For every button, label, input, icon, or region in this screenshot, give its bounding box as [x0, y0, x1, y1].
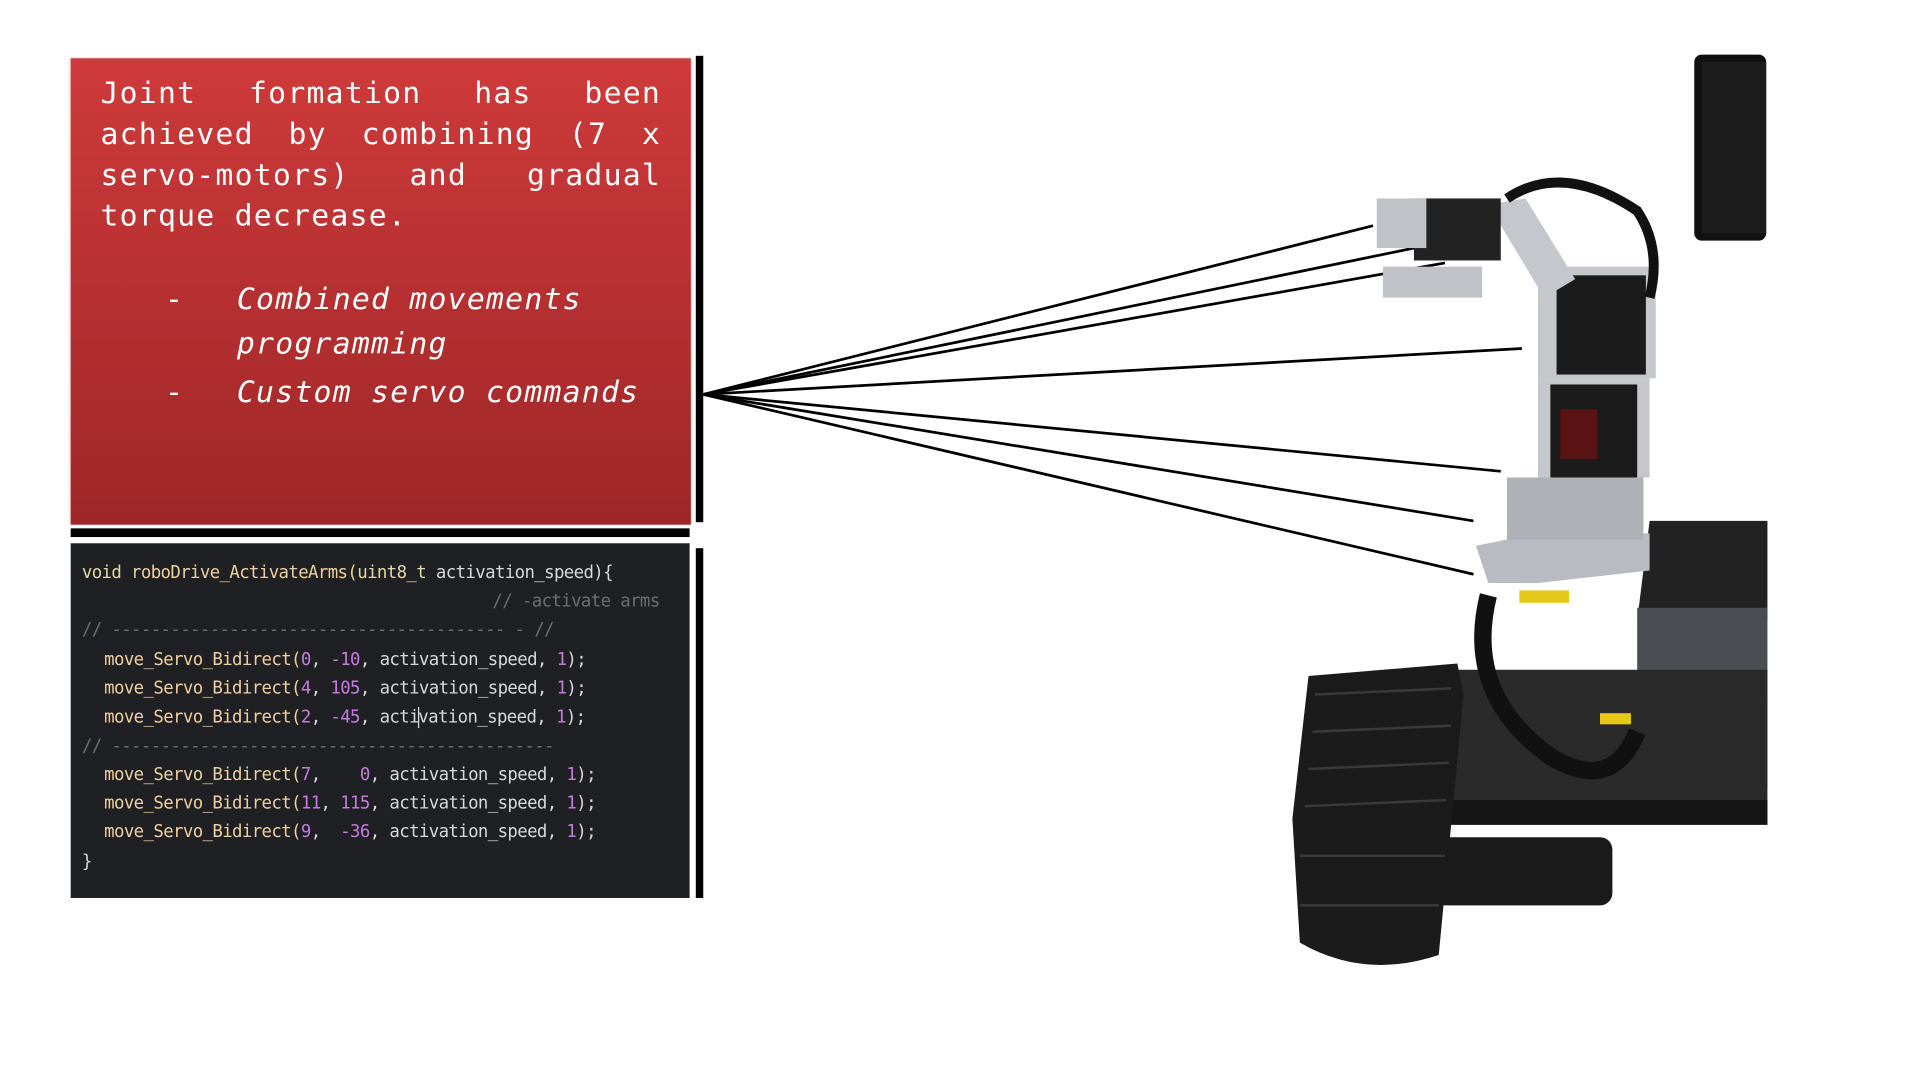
leader-line — [702, 224, 1374, 396]
track — [1292, 663, 1464, 965]
arm-base — [1475, 533, 1650, 583]
description-box: Joint formation has been achieved by com… — [70, 58, 691, 525]
battery-cover — [1637, 520, 1768, 621]
code-separator: // -------------------------------------… — [81, 736, 555, 757]
robot — [1292, 54, 1768, 965]
code-line-servo-call: move_Servo_Bidirect(0, -10, activation_s… — [104, 649, 587, 670]
leader-line — [702, 393, 1474, 576]
leader-line — [702, 246, 1415, 396]
leader-line — [703, 261, 1446, 396]
divider-bar — [695, 548, 704, 898]
servo-motor — [1556, 275, 1646, 375]
bullet-dash: - — [164, 374, 185, 410]
leader-lines — [702, 224, 1522, 576]
code-line-servo-call: move_Servo_Bidirect(4, 105, activation_s… — [104, 678, 587, 699]
arm-link — [1488, 198, 1576, 298]
code-comment: // -activate arms — [492, 591, 660, 612]
cable — [1474, 593, 1646, 780]
description-paragraph: Joint formation has been achieved by com… — [100, 75, 662, 234]
code-line-servo-call: move_Servo_Bidirect(9, -36, activation_s… — [104, 822, 596, 843]
code-line-servo-call: move_Servo_Bidirect(2, -45, activation_s… — [104, 706, 586, 729]
code-line: void roboDrive_ActivateArms(uint8_t acti… — [81, 563, 614, 583]
camera — [1413, 837, 1613, 906]
leader-line — [703, 347, 1522, 396]
leader-line — [703, 393, 1474, 523]
bullet-text: Combined movements programming — [236, 281, 582, 361]
wrist-servo — [1413, 198, 1501, 261]
cable-sleeve — [1519, 590, 1569, 603]
code-editor: void roboDrive_ActivateArms(uint8_t acti… — [70, 543, 690, 898]
code-line-servo-call: move_Servo_Bidirect(7, 0, activation_spe… — [104, 765, 596, 786]
code-separator: // -------------------------------------… — [81, 620, 555, 640]
bullet-dash: - — [164, 281, 185, 317]
bullet-text: Custom servo commands — [236, 374, 640, 410]
code-line-servo-call: move_Servo_Bidirect(11, 115, activation_… — [104, 793, 596, 814]
code-closing-brace: } — [81, 852, 92, 872]
divider-bar — [695, 55, 704, 523]
divider-bar — [70, 528, 690, 538]
gripper — [1376, 198, 1427, 249]
leader-line — [703, 393, 1501, 473]
